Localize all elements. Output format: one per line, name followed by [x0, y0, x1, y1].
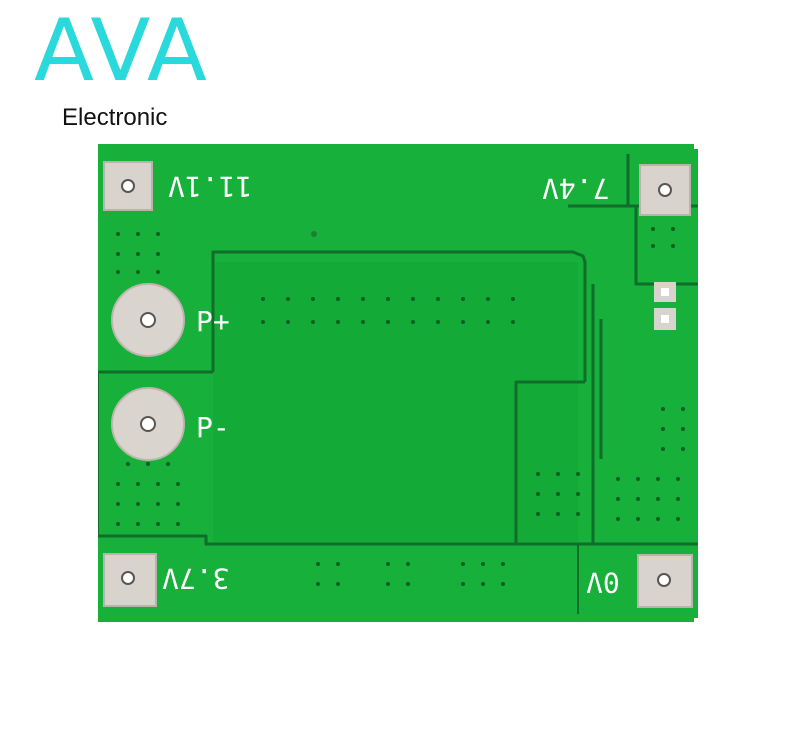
ava-logo: AVA Electronic: [34, 8, 214, 138]
pcb-board: 11.1V 7.4V 3.7V 0V P+ P-: [98, 144, 698, 622]
logo-brand-text: AVA: [34, 1, 209, 101]
corner-pads: [103, 161, 693, 608]
logo-subtitle: Electronic: [62, 104, 168, 131]
label-p-plus: P+: [196, 305, 230, 338]
label-0v: 0V: [586, 566, 620, 599]
label-3-7v: 3.7V: [162, 562, 230, 595]
pcb-graphic: [98, 144, 698, 622]
round-pads: [111, 283, 185, 461]
label-11-1v: 11.1V: [168, 170, 253, 203]
label-p-minus: P-: [196, 411, 230, 444]
label-7-4v: 7.4V: [542, 172, 610, 205]
via-holes: [116, 227, 685, 586]
